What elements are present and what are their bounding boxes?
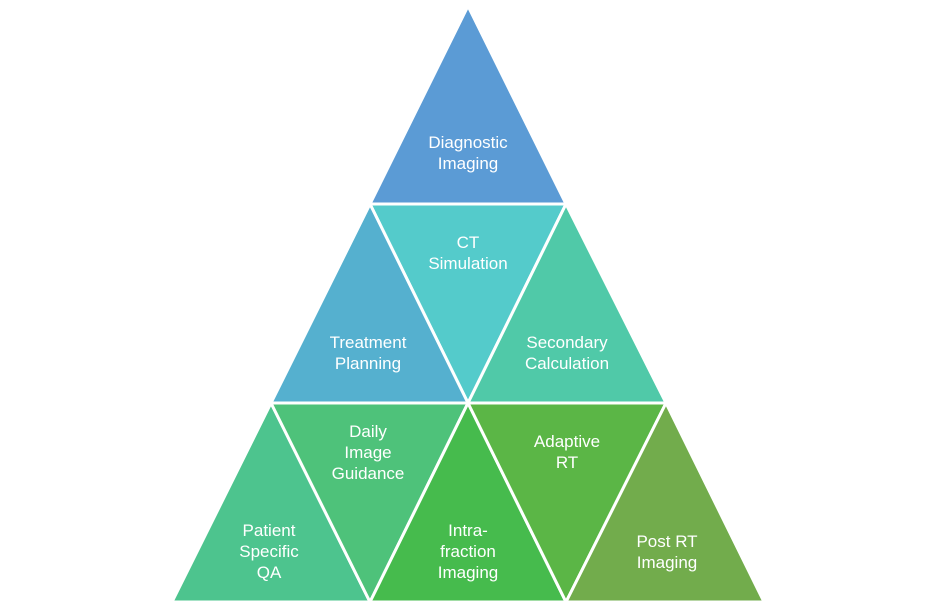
secondary-calculation-label: Secondary Calculation (524, 333, 610, 373)
diagnostic-imaging-triangle (367, 2, 569, 206)
treatment-planning-label: Treatment Planning (329, 333, 407, 373)
patient-specific-qa-label: Patient Specific QA (239, 521, 299, 582)
diagnostic-imaging-label: Diagnostic Imaging (428, 133, 508, 173)
daily-image-guidance-label: Daily Image Guidance (331, 422, 405, 483)
post-rt-imaging-triangle (563, 399, 767, 604)
intra-fraction-imaging-label: Intra- fraction Imaging (437, 521, 499, 582)
adaptive-rt-label: Adaptive RT (533, 432, 601, 472)
ct-simulation-label: CT Simulation (428, 233, 508, 273)
post-rt-imaging-label: Post RT Imaging (636, 532, 698, 572)
